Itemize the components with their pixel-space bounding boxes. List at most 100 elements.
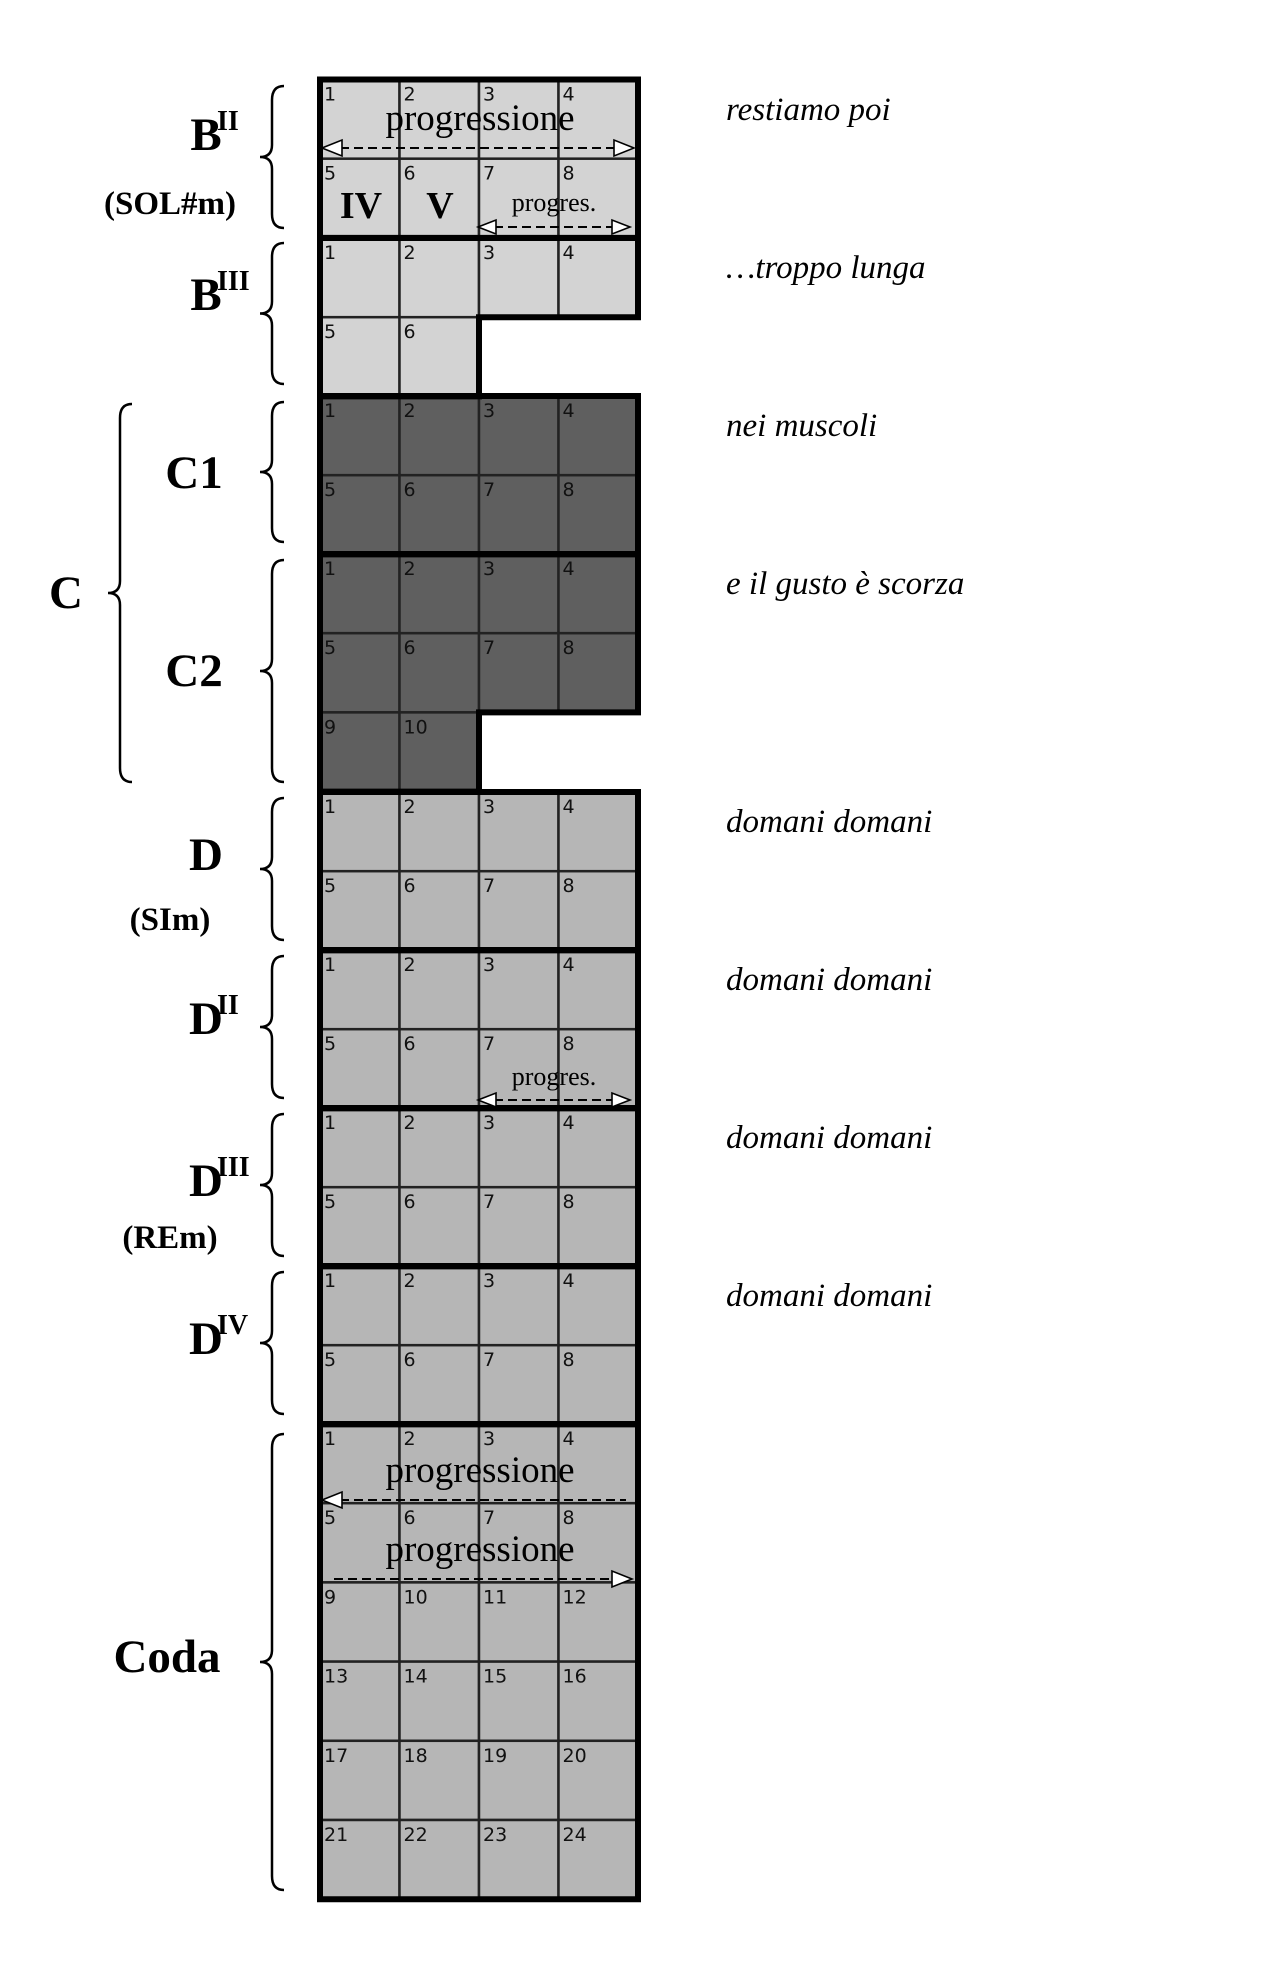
measure-number: 6 [404, 1349, 416, 1371]
measure-number: 1 [324, 954, 336, 976]
measure-number: 4 [563, 242, 575, 264]
measure-number: 2 [404, 1428, 416, 1450]
lyric-line: restiamo poi [726, 92, 891, 128]
measure-cell [557, 1106, 640, 1189]
measure-number: 13 [324, 1666, 348, 1688]
measure-cell [477, 790, 560, 873]
progres-label-dii: progres. [512, 1062, 596, 1091]
measure-number: 3 [483, 1270, 495, 1292]
section-label: C2 [165, 645, 222, 697]
section-label-superscript: III [217, 1152, 250, 1183]
measure-cell [398, 631, 481, 714]
section-label: D [189, 829, 223, 881]
measure-number: 16 [563, 1666, 587, 1688]
measure-cell [318, 473, 401, 556]
measure-number: 1 [324, 796, 336, 818]
measure-number: 2 [404, 84, 416, 106]
brace-icon [259, 241, 285, 386]
measure-number: 4 [563, 1270, 575, 1292]
measure-number: 6 [404, 321, 416, 343]
annotations-layer: progressione IV V progres. progres. prog… [319, 98, 637, 1589]
measure-number: 5 [324, 479, 336, 501]
section-label: C1 [165, 447, 222, 499]
measure-number: 8 [563, 163, 575, 185]
brace-icon [259, 84, 285, 230]
measure-number: 7 [483, 1033, 495, 1055]
section-label-superscript: III [217, 266, 250, 297]
measure-cell [398, 1739, 481, 1822]
measure-cell [398, 1581, 481, 1663]
measure-number: 12 [563, 1586, 587, 1608]
lyric-line: domani domani [726, 1278, 932, 1314]
measure-cell [557, 1422, 640, 1505]
lyric-line: domani domani [726, 962, 932, 998]
measure-number: 1 [324, 1428, 336, 1450]
measure-number: 6 [404, 875, 416, 897]
measure-number: 6 [404, 1507, 416, 1529]
measure-number: 4 [563, 1428, 575, 1450]
measure-cell [557, 948, 640, 1031]
lyric-line: e il gusto è scorza [726, 566, 964, 602]
measure-cell [557, 394, 640, 477]
section-outline [317, 1421, 641, 1903]
measure-number: 4 [563, 400, 575, 422]
brace-icon [259, 1432, 285, 1892]
measure-cell [398, 473, 481, 556]
section-key-label: (SOL#m) [104, 186, 236, 222]
lyric-line: domani domani [726, 1120, 932, 1156]
measure-number: 5 [324, 321, 336, 343]
measure-cell [318, 1660, 401, 1743]
measure-number: 7 [483, 1191, 495, 1213]
lyric-line: nei muscoli [726, 408, 877, 444]
section-label: B [190, 269, 221, 321]
measure-number: 7 [483, 163, 495, 185]
brace-icon [259, 400, 285, 544]
measure-number: 19 [483, 1745, 507, 1767]
measure-cell [318, 552, 401, 635]
measure-number: 2 [404, 1112, 416, 1134]
measure-number: 8 [563, 1191, 575, 1213]
measure-cell [318, 1422, 401, 1505]
measure-number: 5 [324, 163, 336, 185]
measure-number: 3 [483, 242, 495, 264]
measure-number: 24 [563, 1824, 587, 1846]
measure-number: 1 [324, 558, 336, 580]
measure-number: 8 [563, 875, 575, 897]
measure-cell [557, 1581, 640, 1663]
arrow-bidirectional-bii [319, 138, 637, 158]
measure-cell [318, 1264, 401, 1347]
measure-cell [398, 1501, 481, 1584]
measure-number: 2 [404, 242, 416, 264]
measure-number: 11 [483, 1586, 507, 1608]
measure-number: 2 [404, 796, 416, 818]
section-label: Coda [113, 1631, 220, 1683]
measure-number: 6 [404, 163, 416, 185]
measure-number: 15 [483, 1666, 507, 1688]
measure-number: 5 [324, 1033, 336, 1055]
section-label: B [190, 109, 221, 161]
measure-number: 7 [483, 479, 495, 501]
measure-number: 1 [324, 84, 336, 106]
measure-number: 8 [563, 637, 575, 659]
measure-number: 5 [324, 1349, 336, 1371]
measure-number: 4 [563, 954, 575, 976]
measure-number: 5 [324, 637, 336, 659]
measure-number: 4 [563, 558, 575, 580]
section-label: D [189, 1313, 223, 1365]
measure-number: 5 [324, 875, 336, 897]
measure-number: 4 [563, 84, 575, 106]
measure-cell [318, 315, 401, 398]
brace-icon [259, 796, 285, 942]
lyric-line: …troppo lunga [726, 250, 926, 286]
measure-cell [318, 948, 401, 1031]
progressione-label-bii: progressione [385, 98, 574, 139]
measure-number: 10 [404, 1586, 428, 1608]
measure-cell [557, 869, 640, 952]
measure-cell [557, 1185, 640, 1268]
section-label: D [189, 1155, 223, 1207]
measure-cell [318, 157, 401, 240]
measure-cell [398, 1660, 481, 1743]
